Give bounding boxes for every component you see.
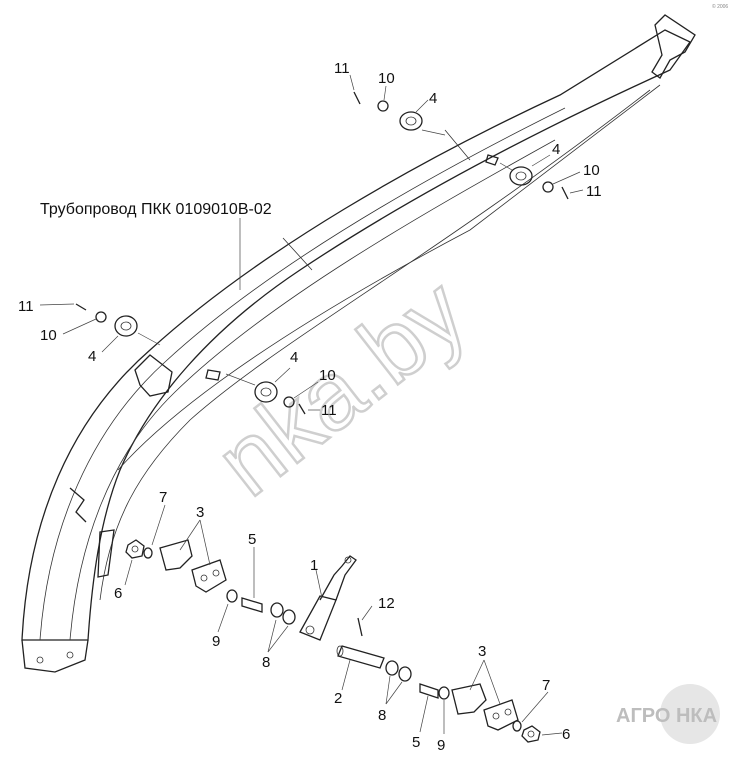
- label-8-right: 8: [378, 707, 386, 724]
- watermark-text: nka.by: [197, 258, 486, 516]
- watermark: nka.by: [196, 257, 487, 518]
- label-4-left: 4: [88, 348, 96, 365]
- link-and-pin: [299, 555, 385, 691]
- label-10-right: 10: [583, 162, 600, 179]
- label-11-top: 11: [334, 60, 350, 77]
- label-9-left: 9: [212, 633, 220, 650]
- label-6-left: 6: [114, 585, 122, 602]
- roller-group-top-right: [499, 154, 584, 200]
- label-11-left: 11: [18, 298, 34, 315]
- label-1: 1: [310, 557, 318, 574]
- label-5-right: 5: [412, 734, 420, 751]
- label-3-right: 3: [478, 643, 486, 660]
- label-7-left: 7: [159, 489, 167, 506]
- label-10-top: 10: [378, 70, 395, 87]
- agro-nka-logo: АГРО НКА: [616, 684, 720, 744]
- hinge-parts-left: [124, 504, 296, 653]
- hinge-parts-right: [385, 659, 563, 743]
- logo-text: АГРО НКА: [616, 705, 717, 727]
- label-4-top: 4: [429, 90, 437, 107]
- label-10-left: 10: [40, 327, 57, 344]
- label-9-right: 9: [437, 737, 445, 754]
- label-8-left: 8: [262, 654, 270, 671]
- label-5-left: 5: [248, 531, 256, 548]
- roller-group-left: [39, 303, 161, 353]
- label-4-right: 4: [552, 141, 560, 158]
- roller-group-top-left: [349, 74, 446, 136]
- boom-arm: [21, 14, 696, 673]
- roller-group-middle: [225, 367, 320, 415]
- label-6-right: 6: [562, 726, 570, 743]
- label-10-middle: 10: [319, 367, 336, 384]
- label-7-right: 7: [542, 677, 550, 694]
- label-11-middle: 11: [321, 402, 337, 419]
- label-12: 12: [378, 595, 395, 612]
- label-11-right: 11: [586, 183, 602, 200]
- pipe-label: Трубопровод ПКК 0109010В-02: [40, 201, 272, 218]
- label-2: 2: [334, 690, 342, 707]
- label-4-middle: 4: [290, 349, 298, 366]
- label-3-left: 3: [196, 504, 204, 521]
- corner-mark: © 2006: [712, 3, 728, 10]
